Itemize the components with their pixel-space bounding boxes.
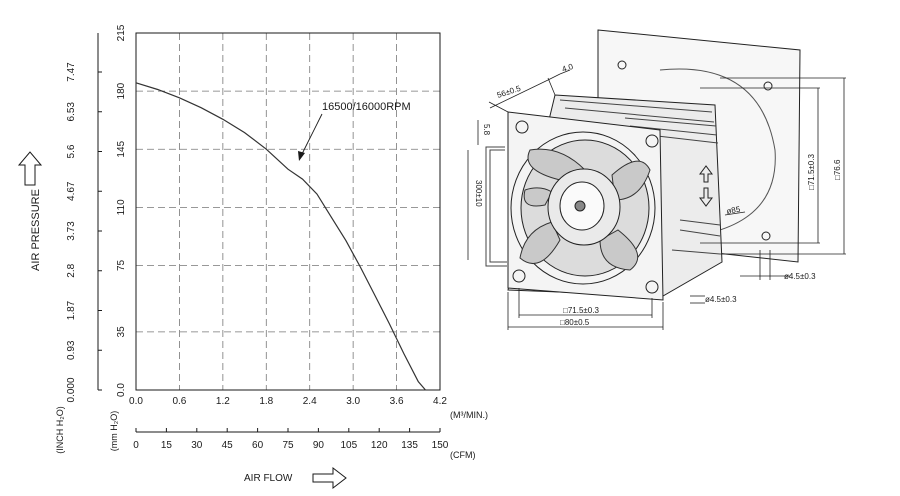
x-tick-label-cfm: 75 [282, 440, 294, 451]
y-tick-label-mm: 215 [116, 24, 127, 41]
x-tick-label-m3: 3.6 [390, 396, 404, 407]
x-tick-label-m3: 4.2 [433, 396, 447, 407]
y-tick-labels-inch: 0.000 0.93 1.87 2.8 3.73 4.67 5.6 6.53 7.47 [66, 62, 102, 403]
y-tick-label-mm: 35 [116, 326, 127, 338]
venturi-outer [510, 131, 656, 285]
y-axis-title: AIR PRESSURE [30, 189, 42, 271]
dimension-lines [467, 69, 846, 330]
y-tick-label-inch: 0.000 [66, 377, 77, 402]
curve-label-leader [300, 113, 323, 157]
dim-outer-bottom: □80±0.5 [560, 318, 590, 327]
lead-wires-2 [485, 146, 507, 267]
dim-flange: 4.0 [561, 62, 575, 74]
dim-guard-dia: ø85 [726, 205, 742, 216]
dim-square-hole-bottom: □71.5±0.3 [563, 306, 599, 315]
y-tick-label-mm: 145 [116, 140, 127, 157]
y-unit-mm: (mm H₂O) [109, 411, 119, 451]
leader-arrowhead [298, 151, 305, 161]
back-plate-hole [763, 81, 773, 91]
dim-square-hole-right: □71.5±0.3 [807, 154, 816, 190]
x-tick-label-cfm: 90 [313, 440, 325, 451]
y-tick-label-inch: 6.53 [66, 102, 77, 122]
x-tick-label-cfm: 105 [340, 440, 357, 451]
y-tick-label-inch: 2.8 [66, 263, 77, 277]
x-tick-label-cfm: 45 [222, 440, 234, 451]
cfm-axis: 0 15 30 45 60 75 90 105 120 135 150 [133, 428, 449, 451]
back-guard-ring [659, 68, 776, 236]
lead-wires [489, 149, 507, 263]
curve-label: 16500/16000RPM [322, 101, 411, 113]
y-tick-label-mm: 75 [116, 259, 127, 271]
x-tick-label-cfm: 60 [252, 440, 264, 451]
x-tick-label-m3: 0.0 [129, 396, 143, 407]
back-plate-hole [761, 231, 771, 241]
y-tick-label-inch: 3.73 [66, 221, 77, 241]
y-tick-label-inch: 5.6 [66, 144, 77, 158]
y-tick-label-inch: 0.93 [66, 340, 77, 360]
x-tick-label-cfm: 15 [161, 440, 173, 451]
dim-hole-bottom: ø4.5±0.3 [705, 295, 737, 304]
x-tick-label-cfm: 120 [371, 440, 388, 451]
x-tick-label-m3: 1.2 [216, 396, 230, 407]
dim-hole-right: ø4.5±0.3 [784, 272, 816, 281]
x-tick-label-cfm: 135 [401, 440, 418, 451]
mount-hole [515, 120, 529, 134]
x-tick-label-m3: 0.6 [172, 396, 186, 407]
x-axis-title: AIR FLOW [244, 473, 293, 484]
fan-drawing [485, 29, 801, 301]
x-tick-label-cfm: 30 [191, 440, 203, 451]
y-tick-label-mm: 0.0 [116, 383, 127, 397]
x-tick-label-cfm: 0 [133, 440, 139, 451]
x-unit-cfm: (CFM) [450, 450, 476, 460]
x-tick-label-m3: 1.8 [259, 396, 273, 407]
plot-frame [135, 32, 441, 391]
mount-hole [645, 280, 659, 294]
mount-hole [645, 134, 659, 148]
y-tick-label-inch: 7.47 [66, 62, 77, 82]
y-tick-label-inch: 1.87 [66, 300, 77, 320]
y-tick-labels-mm: 0.0 35 75 110 145 180 215 [116, 24, 127, 397]
dim-outer-right: □76.6 [833, 159, 842, 180]
dim-left-small: 5.8 [482, 124, 491, 136]
dim-lead-length: 300±10 [474, 180, 483, 207]
rotation-arrow-icon [699, 165, 713, 183]
x-arrow-icon [312, 466, 347, 490]
y-tick-label-mm: 180 [116, 82, 127, 99]
flow-arrow-icon [699, 187, 713, 207]
y-tick-label-mm: 110 [116, 199, 127, 215]
y-unit-inch: (INCH H₂O) [55, 406, 65, 454]
x-tick-label-m3: 3.0 [346, 396, 360, 407]
series-line-16500-16000rpm [135, 82, 426, 391]
back-plate-hole [617, 60, 627, 70]
chart-grid [136, 33, 440, 390]
hub-center [574, 200, 586, 212]
x-tick-labels-m3: 0.0 0.6 1.2 1.8 2.4 3.0 3.6 4.2 [129, 396, 447, 407]
x-unit-m3: (M³/MIN.) [450, 410, 488, 420]
y-arrow-icon [17, 151, 43, 186]
x-tick-label-m3: 2.4 [303, 396, 317, 407]
x-tick-label-cfm: 150 [432, 440, 449, 451]
performance-chart: 0.0 35 75 110 145 180 215 0.000 0.93 1.87 2.8 3.73… [17, 24, 488, 490]
mount-hole [512, 269, 526, 283]
dim-width-top: 56±0.5 [496, 84, 523, 100]
y-tick-label-inch: 4.67 [66, 181, 77, 201]
